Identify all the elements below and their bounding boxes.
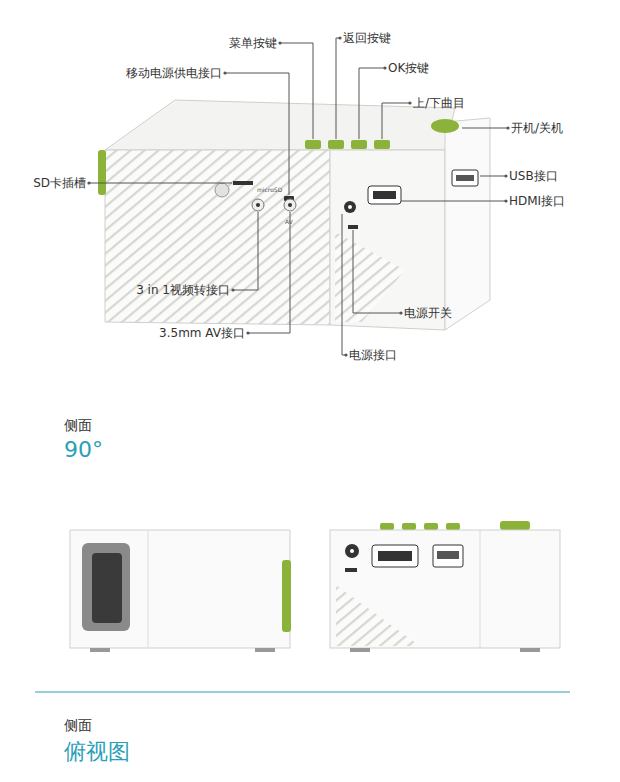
- projector-side-view: [70, 530, 291, 652]
- callout-label: SD卡插槽: [33, 176, 86, 190]
- callout-label: 移动电源供电接口: [126, 66, 222, 80]
- section-title: 俯视图: [64, 739, 130, 765]
- callout-label: 上/下曲目: [413, 96, 465, 110]
- callout-label: 开机/关机: [511, 121, 563, 135]
- projector-3d-view: [98, 100, 490, 330]
- section-heading: 侧面: [64, 417, 92, 434]
- callout-label: OK按键: [388, 61, 429, 75]
- callout-label: AV: [285, 218, 293, 225]
- callout-label: 3 in 1视频转接口: [136, 283, 230, 297]
- callout-label: microSD: [257, 186, 282, 193]
- callout-label: HDMI接口: [509, 194, 565, 208]
- projector-rear-view: [330, 521, 560, 652]
- callout-label: 3.5mm AV接口: [159, 326, 245, 340]
- callout-label: USB接口: [509, 169, 558, 183]
- callout-label: 电源开关: [404, 306, 452, 320]
- leader-dots: [87, 36, 509, 356]
- section-heading: 侧面: [64, 717, 92, 734]
- leader-lines: [89, 38, 508, 355]
- callout-label: 电源接口: [349, 348, 397, 362]
- callout-label: 菜单按键: [229, 36, 277, 50]
- callout-label: 返回按键: [343, 31, 391, 45]
- section-title: 90°: [64, 437, 103, 463]
- divider-line: [35, 691, 570, 692]
